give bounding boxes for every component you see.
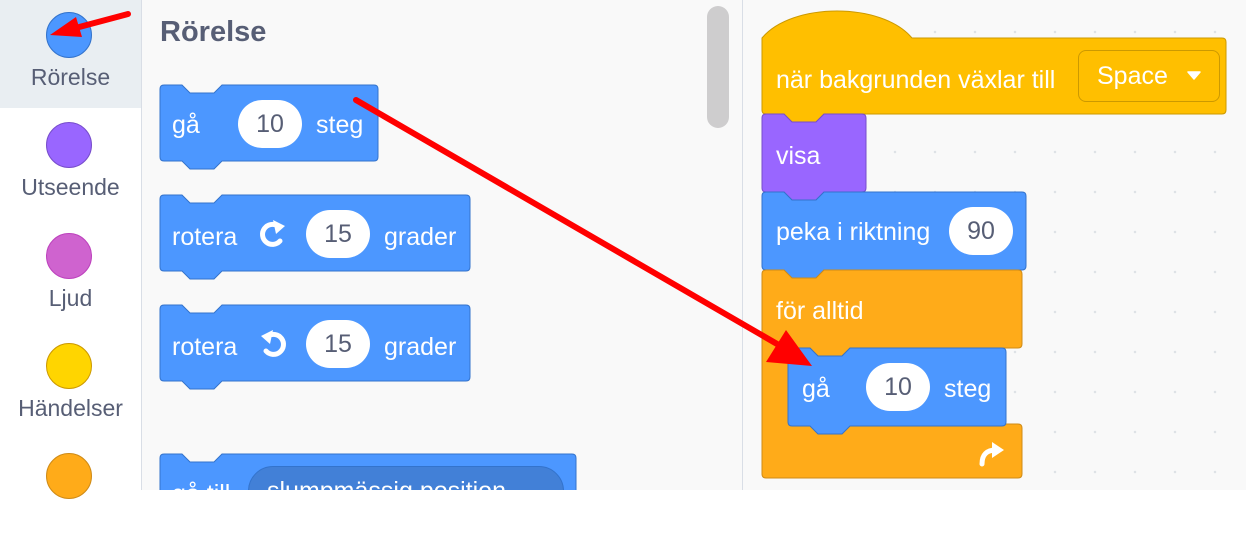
category-looks[interactable]: Utseende [0, 110, 141, 218]
dropdown-value: Space [1097, 62, 1168, 90]
block-text: gå [172, 111, 200, 139]
block-text: rotera [172, 223, 238, 251]
category-label: Rörelse [30, 64, 111, 90]
block-text: när bakgrunden växlar till [776, 66, 1056, 94]
category-sound[interactable]: Ljud [0, 221, 141, 329]
loop-arrow-icon [979, 442, 1004, 467]
block-text: gå till [172, 480, 230, 490]
goto-target-dropdown[interactable]: slumpmässig position [248, 466, 564, 490]
red-arrow-icon [353, 97, 812, 366]
palette-move-block[interactable]: gå 10 steg [159, 84, 380, 170]
category-label: Ljud [48, 285, 93, 311]
block-text: visa [776, 142, 821, 170]
events-category-icon [46, 343, 92, 389]
degrees-input[interactable]: 15 [306, 210, 370, 258]
category-events[interactable]: Händelser [0, 331, 141, 439]
sound-category-icon [46, 233, 92, 279]
red-arrow-icon [50, 11, 131, 37]
backdrop-dropdown[interactable]: Space [1078, 50, 1220, 102]
dropdown-arrow-icon [1187, 71, 1201, 80]
block-text: grader [384, 223, 457, 251]
block-text: grader [384, 333, 457, 361]
block-palette: Rörelse gå 10 steg rotera 15 grader rote… [142, 0, 743, 490]
rotate-left-icon [261, 330, 286, 357]
move-block[interactable]: gå 10 steg [787, 347, 1010, 435]
degrees-input[interactable]: 15 [306, 320, 370, 368]
block-text: steg [944, 375, 992, 403]
block-text: steg [316, 111, 364, 139]
palette-scrollbar[interactable] [707, 6, 729, 128]
backdrop-switch-hat-block[interactable]: när bakgrunden växlar till Space [761, 10, 1232, 123]
rotate-right-icon [260, 220, 285, 247]
palette-goto-block[interactable]: gå till slumpmässig position [159, 453, 580, 490]
annotation-arrows [50, 11, 812, 366]
palette-title: Rörelse [160, 16, 267, 48]
looks-category-icon [46, 122, 92, 168]
code-area[interactable]: när bakgrunden växlar till Space visa pe… [743, 0, 1246, 490]
block-text: gå [802, 375, 830, 403]
steps-input[interactable]: 10 [866, 363, 930, 411]
block-text: rotera [172, 333, 238, 361]
steps-input[interactable]: 10 [238, 100, 302, 148]
category-label: Händelser [18, 395, 123, 421]
block-text: för alltid [776, 297, 864, 325]
palette-turn-right-block[interactable]: rotera 15 grader [159, 194, 472, 280]
show-block[interactable]: visa [761, 113, 872, 201]
point-direction-block[interactable]: peka i riktning 90 [761, 191, 1032, 279]
category-label: Utseende [21, 174, 120, 200]
block-text: peka i riktning [776, 218, 931, 246]
direction-input[interactable]: 90 [949, 207, 1013, 255]
palette-turn-left-block[interactable]: rotera 15 grader [159, 304, 472, 390]
